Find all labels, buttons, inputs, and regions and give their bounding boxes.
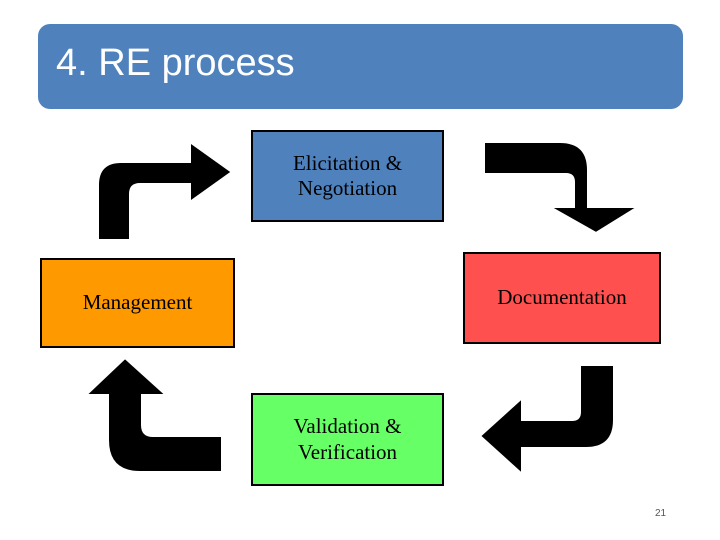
management-label: Management [82, 290, 193, 315]
documentation-box: Documentation [463, 252, 661, 344]
page-number: 21 [655, 508, 667, 519]
title-bar: 4. RE process [38, 24, 683, 109]
bent-arrow-left-up-icon [83, 356, 223, 473]
bent-arrow-up-right-icon [97, 140, 234, 241]
slide-title: 4. RE process [56, 42, 295, 84]
validation-verification-label: Validation & Verification [293, 414, 402, 464]
documentation-label: Documentation [497, 285, 627, 310]
bent-arrow-down-left-icon [478, 364, 615, 477]
elicitation-negotiation-label: Elicitation & Negotiation [292, 150, 403, 200]
validation-verification-box: Validation & Verification [251, 393, 444, 486]
management-box: Management [40, 258, 235, 348]
bent-arrow-right-down-icon [483, 141, 642, 235]
elicitation-negotiation-box: Elicitation & Negotiation [251, 130, 444, 222]
